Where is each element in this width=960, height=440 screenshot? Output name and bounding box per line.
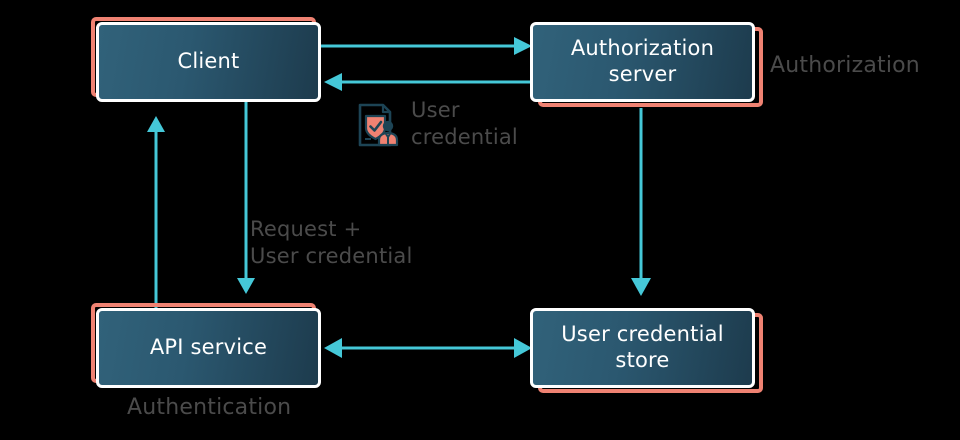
node-label-client: Client — [177, 49, 240, 74]
node-label-user-credential-store: User credential store — [561, 322, 724, 372]
node-user-credential-store[interactable]: User credential store — [530, 308, 763, 393]
arrow-api-service-to-user-credential-store — [324, 338, 532, 358]
node-label-api-service: API service — [149, 335, 268, 360]
caption-authorization: Authorization — [770, 53, 920, 78]
user-credential-icon — [357, 102, 399, 148]
node-plate: Client — [96, 22, 321, 102]
node-api-service[interactable]: API service — [91, 303, 321, 388]
node-plate: Authorization server — [530, 22, 755, 102]
node-client[interactable]: Client — [91, 17, 321, 102]
arrow-authorization-server-to-user-credential-store — [631, 108, 651, 296]
node-authorization-server[interactable]: Authorization server — [530, 22, 763, 107]
arrow-authorization-server-to-client — [324, 73, 536, 91]
caption-request-user-credential: Request + User credential — [250, 217, 413, 268]
node-plate: User credential store — [530, 308, 755, 388]
node-label-authorization-server: Authorization server — [570, 36, 715, 86]
caption-authentication: Authentication — [127, 395, 292, 420]
node-plate: API service — [96, 308, 321, 388]
arrow-client-to-authorization-server — [320, 37, 532, 55]
arrow-api-service-to-client — [147, 116, 165, 310]
caption-user-credential: User credential — [411, 98, 518, 149]
